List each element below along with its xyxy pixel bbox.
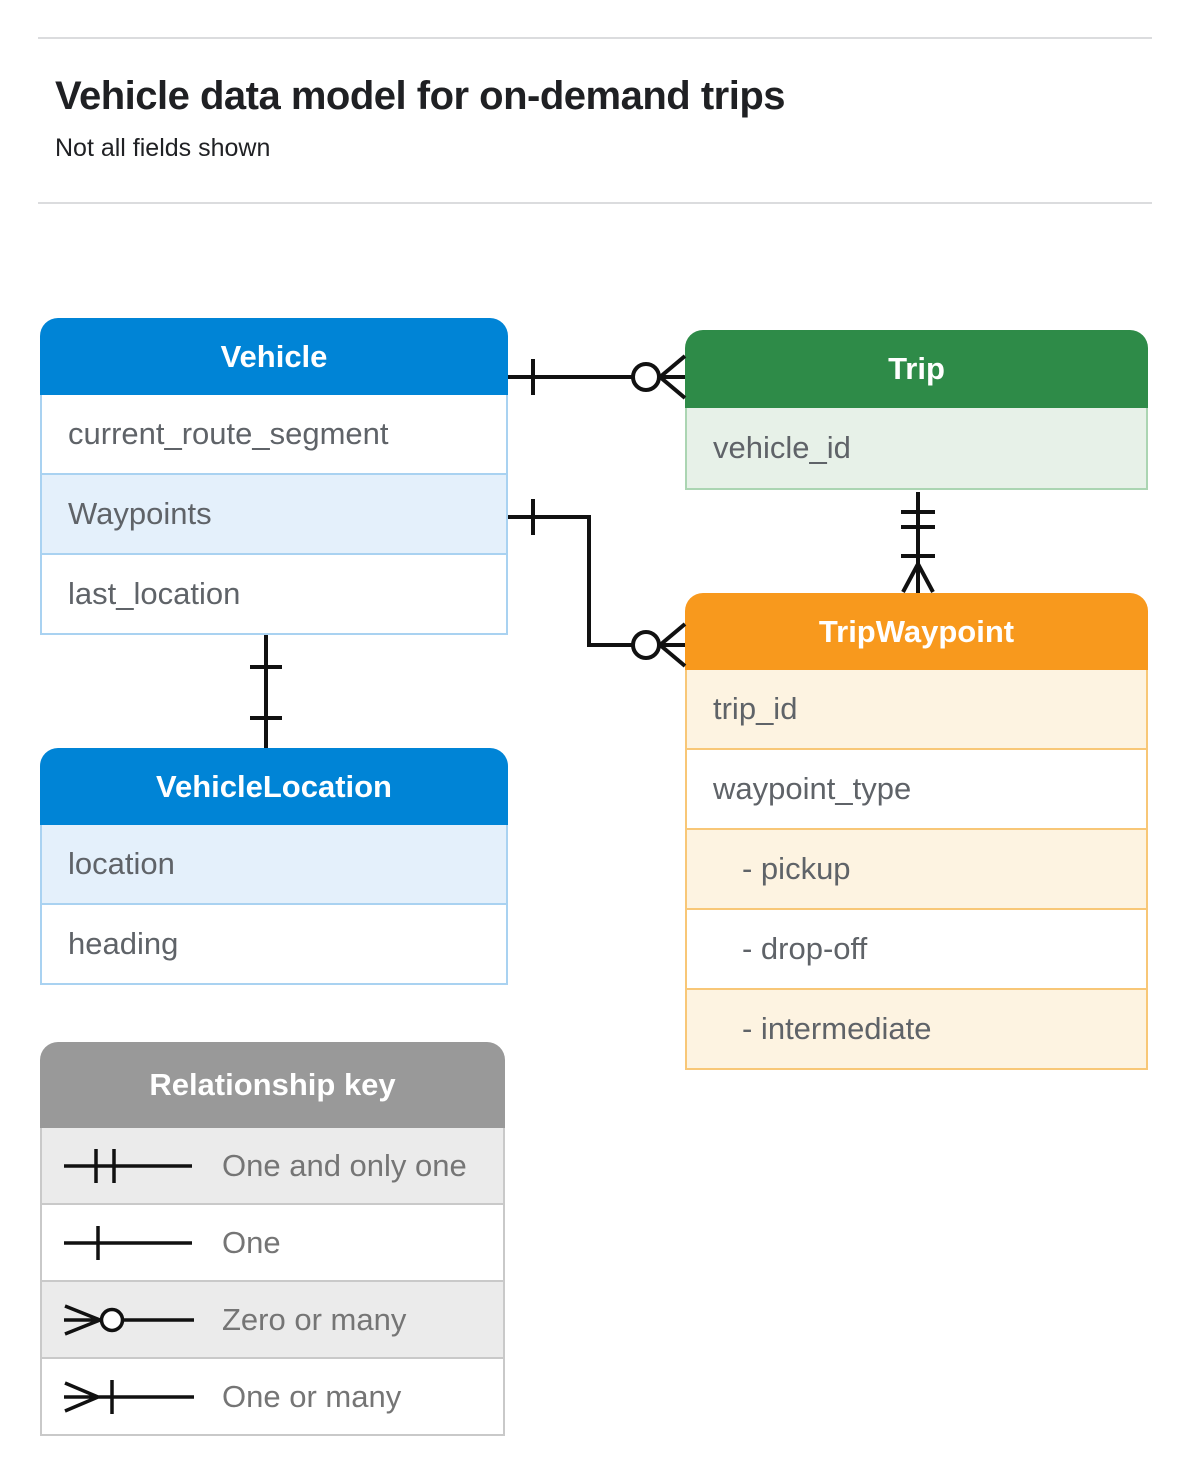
field-pickup: - pickup — [687, 828, 1146, 908]
connector-vehicle-trip — [508, 354, 687, 400]
key-row-one: One — [42, 1203, 503, 1280]
one-or-many-symbol — [64, 1379, 194, 1414]
field-vehicle-id: vehicle_id — [687, 408, 1146, 488]
entity-trip-fields: vehicle_id — [685, 408, 1148, 490]
entity-vehicle-title: Vehicle — [40, 318, 508, 395]
entity-trip-waypoint-title: TripWaypoint — [685, 593, 1148, 670]
field-waypoint-type: waypoint_type — [687, 748, 1146, 828]
key-row-one-or-many: One or many — [42, 1357, 503, 1434]
key-label: One or many — [222, 1378, 402, 1414]
key-label: Zero or many — [222, 1301, 407, 1337]
field-intermediate: - intermediate — [687, 988, 1146, 1068]
entity-trip-title: Trip — [685, 330, 1148, 408]
field-last-location: last_location — [42, 553, 506, 633]
field-current-route-segment: current_route_segment — [68, 416, 389, 451]
field-location: location — [42, 825, 506, 903]
entity-vehicle-location-fields: location heading — [40, 825, 508, 985]
entity-vehicle-fields: current_route_segment Waypoints last_loc… — [40, 395, 508, 635]
entity-vehicle-location-title: VehicleLocation — [40, 748, 508, 825]
connector-vehicle-vehiclelocation — [250, 635, 282, 748]
zero-or-many-symbol — [64, 1303, 194, 1336]
header-divider — [38, 202, 1152, 204]
one-symbol — [64, 1225, 192, 1260]
key-row-one-and-only-one: One and only one — [42, 1128, 503, 1203]
key-label: One — [222, 1224, 281, 1260]
relationship-key: Relationship key One and only one One — [40, 1042, 505, 1436]
one-and-only-one-symbol — [64, 1148, 192, 1183]
field-waypoints: Waypoints — [42, 473, 506, 553]
connector-waypoints-tripwaypoint — [508, 499, 687, 668]
relationship-key-rows: One and only one One Zero or many — [40, 1128, 505, 1436]
entity-vehicle: Vehicle current_route_segment Waypoints … — [40, 318, 508, 635]
field-trip-id: trip_id — [687, 670, 1146, 748]
field-drop-off: - drop-off — [687, 908, 1146, 988]
field-heading: heading — [42, 903, 506, 983]
relationship-key-title: Relationship key — [40, 1042, 505, 1128]
key-row-zero-or-many: Zero or many — [42, 1280, 503, 1357]
key-label: One and only one — [222, 1147, 467, 1183]
connector-trip-tripwaypoint — [901, 492, 935, 593]
entity-trip-waypoint: TripWaypoint trip_id waypoint_type - pic… — [685, 593, 1148, 1070]
page-subtitle: Not all fields shown — [55, 134, 271, 162]
page-title: Vehicle data model for on-demand trips — [55, 74, 786, 118]
entity-trip: Trip vehicle_id — [685, 330, 1148, 490]
entity-vehicle-location: VehicleLocation location heading — [40, 748, 508, 985]
top-divider — [38, 37, 1152, 39]
entity-trip-waypoint-fields: trip_id waypoint_type - pickup - drop-of… — [685, 670, 1148, 1070]
